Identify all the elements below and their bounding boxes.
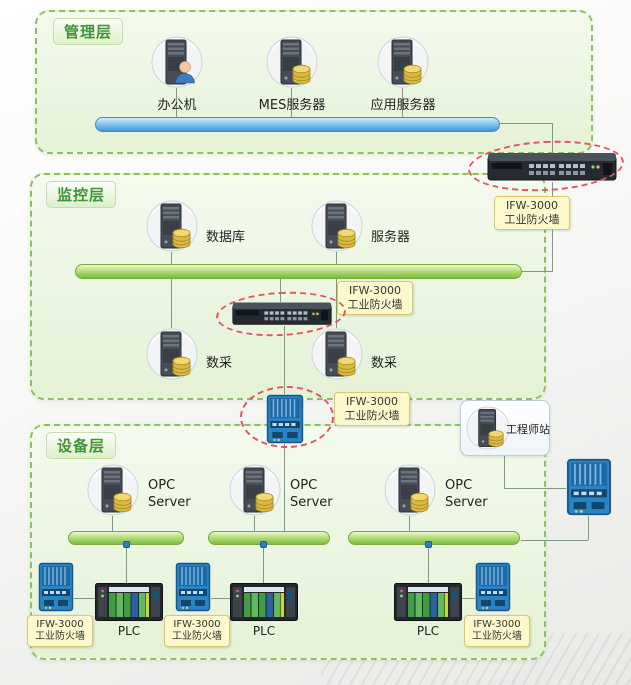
opc-label-line2: Server bbox=[290, 495, 333, 510]
connector-line bbox=[263, 545, 264, 583]
database-server-icon bbox=[146, 200, 198, 252]
connector-line bbox=[500, 123, 553, 124]
connector-line bbox=[291, 88, 292, 117]
connector-line bbox=[336, 252, 337, 264]
data-acquisition-server-icon bbox=[146, 328, 198, 380]
connector-line bbox=[402, 88, 403, 117]
connector-line bbox=[552, 124, 553, 152]
firewall-callout: IFW-3000 工业防火墙 bbox=[27, 615, 93, 647]
device-bus-3 bbox=[348, 531, 520, 545]
node-label: OPC Server bbox=[148, 477, 191, 511]
monitoring-firewall-switch-device bbox=[232, 300, 332, 326]
connector-line bbox=[504, 456, 505, 488]
firewall-callout-line1: IFW-3000 bbox=[506, 199, 558, 213]
connector-line bbox=[462, 598, 475, 599]
firewall-callout: IFW-3000 工业防火墙 bbox=[164, 615, 230, 647]
highlight-ellipse bbox=[240, 386, 334, 448]
node-label: OPC Server bbox=[445, 477, 488, 511]
bus-junction-dot bbox=[260, 541, 267, 548]
connector-line bbox=[126, 545, 127, 583]
firewall-callout-line2: 工业防火墙 bbox=[35, 631, 85, 642]
node-label: OPC Server bbox=[290, 477, 333, 511]
connector-line bbox=[336, 279, 337, 328]
firewall-callout-line1: IFW-3000 bbox=[473, 618, 521, 630]
connector-line bbox=[409, 516, 410, 531]
plc-device bbox=[95, 583, 163, 621]
plc-label: PLC bbox=[416, 624, 440, 638]
device-layer-label: 设备层 bbox=[46, 432, 117, 459]
firewall-callout: IFW-3000 工业防火墙 bbox=[464, 615, 530, 647]
node-label: MES服务器 bbox=[258, 98, 326, 113]
bus-junction-dot bbox=[123, 541, 130, 548]
connector-line bbox=[504, 488, 566, 489]
node-label: 办公机 bbox=[157, 98, 197, 113]
plc-label: PLC bbox=[252, 624, 276, 638]
firewall-callout-line2: 工业防火墙 bbox=[504, 213, 560, 226]
connector-line bbox=[176, 88, 177, 117]
firewall-callout-line2: 工业防火墙 bbox=[344, 409, 400, 422]
connector-line bbox=[588, 516, 589, 540]
node-label: 应用服务器 bbox=[370, 98, 436, 113]
management-network-bus bbox=[95, 117, 500, 132]
opc-label-line2: Server bbox=[445, 495, 488, 510]
opc-label-line1: OPC bbox=[148, 478, 176, 493]
connector-line bbox=[211, 598, 230, 599]
opc-server-icon bbox=[229, 464, 281, 516]
opc-label-line2: Server bbox=[148, 495, 191, 510]
plc-device bbox=[394, 583, 462, 621]
connector-line bbox=[171, 279, 172, 328]
opc-label-line1: OPC bbox=[445, 478, 473, 493]
monitoring-network-bus bbox=[75, 264, 522, 279]
node-label: 数采 bbox=[206, 356, 233, 371]
firewall-callout-line1: IFW-3000 bbox=[36, 618, 84, 630]
connector-line bbox=[284, 444, 285, 531]
engineer-station-label: 工程师站 bbox=[506, 423, 550, 436]
connector-line bbox=[280, 279, 281, 302]
firewall-device bbox=[475, 562, 511, 612]
opc-server-icon bbox=[87, 464, 139, 516]
opc-label-line1: OPC bbox=[290, 478, 318, 493]
firewall-callout: IFW-3000 工业防火墙 bbox=[334, 392, 410, 426]
right-switch-device bbox=[566, 458, 612, 516]
monitoring-layer-label: 监控层 bbox=[46, 181, 117, 208]
firewall-callout-line1: IFW-3000 bbox=[349, 284, 401, 298]
top-firewall-switch-device bbox=[487, 150, 617, 182]
firewall-callout-line2: 工业防火墙 bbox=[472, 631, 522, 642]
firewall-callout: IFW-3000 工业防火墙 bbox=[337, 281, 413, 315]
opc-server-icon bbox=[384, 464, 436, 516]
connector-line bbox=[284, 326, 285, 394]
device-bus-2 bbox=[208, 531, 330, 545]
node-label: 数采 bbox=[371, 356, 398, 371]
node-label: 数据库 bbox=[206, 230, 246, 245]
firewall-callout-line2: 工业防火墙 bbox=[172, 631, 222, 642]
bus-junction-dot bbox=[425, 541, 432, 548]
connector-line bbox=[521, 271, 552, 272]
data-acquisition-server-icon bbox=[311, 328, 363, 380]
firewall-callout-line1: IFW-3000 bbox=[173, 618, 221, 630]
connector-line bbox=[112, 516, 113, 531]
firewall-callout-line2: 工业防火墙 bbox=[347, 298, 403, 311]
management-layer-label: 管理层 bbox=[53, 18, 124, 45]
connector-line bbox=[521, 540, 588, 541]
firewall-callout-line1: IFW-3000 bbox=[346, 395, 398, 409]
server-icon bbox=[311, 200, 363, 252]
plc-device bbox=[230, 583, 298, 621]
connector-line bbox=[74, 598, 95, 599]
firewall-callout: IFW-3000 工业防火墙 bbox=[494, 196, 570, 230]
connector-line bbox=[428, 545, 429, 583]
node-label: 服务器 bbox=[371, 230, 411, 245]
plc-label: PLC bbox=[117, 624, 141, 638]
office-computer-icon bbox=[151, 36, 203, 88]
app-server-icon bbox=[377, 36, 429, 88]
connector-line bbox=[171, 252, 172, 264]
mes-server-icon bbox=[266, 36, 318, 88]
firewall-device bbox=[175, 562, 211, 612]
firewall-device bbox=[38, 562, 74, 612]
engineer-station-icon bbox=[466, 406, 510, 450]
connector-line bbox=[254, 516, 255, 531]
